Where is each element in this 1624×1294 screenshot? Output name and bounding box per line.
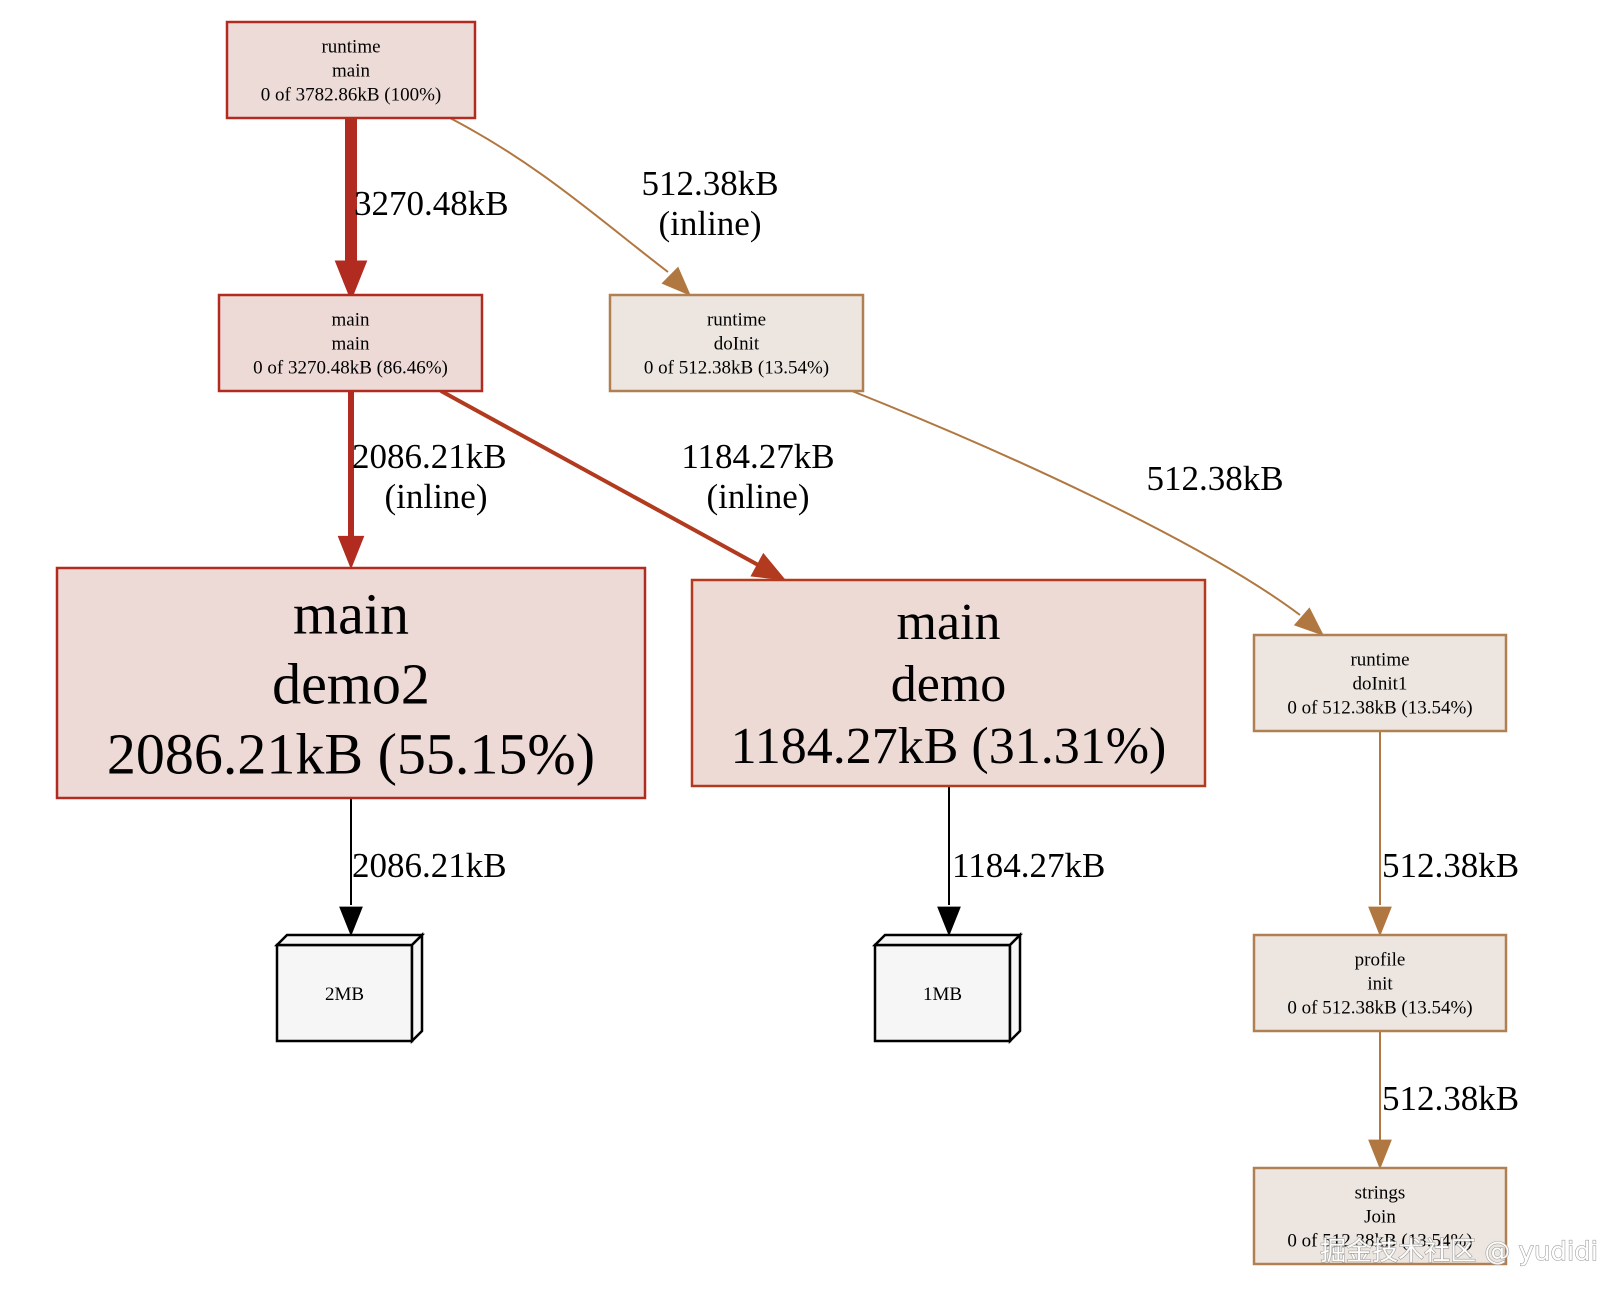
edge-label: 2086.21kB [352,846,507,885]
edge-demo-to-1mb [937,786,961,937]
node-label-line: runtime [1350,650,1409,671]
node-box [608,293,865,393]
node-label-line: Join [1364,1207,1396,1228]
edge-line [449,117,669,273]
edge-label: (inline) [706,477,809,516]
edge-main-to-mainmain [334,118,368,302]
edge-demo2-to-2mb [339,798,363,937]
watermark-text: 掘金技术社区 @ yudidi [1320,1237,1598,1267]
node-label-line: doInit [714,334,760,355]
edge-arrowhead [937,906,961,937]
edge-profile-to-strings [1368,1031,1392,1170]
node-box [217,293,484,393]
node-label-line: profile [1355,950,1406,971]
node-box-2mb[interactable]: 2MB [273,931,426,1045]
node-label-line: doInit1 [1353,674,1408,695]
edge-arrowhead [750,552,787,581]
edge-doinit1-to-profile [1368,731,1392,937]
node-box-1mb[interactable]: 1MB [871,931,1024,1045]
node-profile-init[interactable]: profile init 0 of 512.38kB (13.54%) [1252,933,1508,1033]
edge-label: 1184.27kB [681,437,834,476]
edge-line [440,389,761,568]
node-label-line: 0 of 512.38kB (13.54%) [1287,698,1472,719]
node-runtime-doinit1[interactable]: runtime doInit1 0 of 512.38kB (13.54%) [1252,633,1508,733]
edge-arrowhead [1368,1139,1392,1170]
node-label-line: demo2 [272,651,430,716]
node-label-line: 0 of 512.38kB (13.54%) [1287,998,1472,1019]
box-label: 2MB [325,984,364,1005]
node-box [690,578,1207,788]
node-label-line: 0 of 512.38kB (13.54%) [644,358,829,379]
edge-label: 1184.27kB [952,846,1105,885]
edge-mainmain-to-demo2 [337,391,365,570]
edge-arrowhead [337,535,365,570]
box-top [273,933,426,947]
node-label-line: init [1367,974,1393,995]
node-label-line: main [293,581,409,646]
edge-labels-layer: 3270.48kB512.38kB(inline)2086.21kB(inlin… [352,164,1519,1118]
node-label-line: 0 of 3782.86kB (100%) [261,85,441,106]
edge-doinit-to-doinit1 [851,390,1325,636]
edge-arrowhead [334,260,368,302]
edge-label: 2086.21kB [352,437,507,476]
node-label-line: demo [891,656,1007,713]
node-label-line: strings [1355,1183,1406,1204]
box-side [410,931,424,1045]
box-side [1008,931,1022,1045]
edge-label: (inline) [384,477,487,516]
edge-main-to-doinit [449,117,691,296]
node-label-line: 1184.27kB (31.31%) [731,718,1167,775]
edge-label: (inline) [658,204,761,243]
edge-label: 512.38kB [641,164,778,203]
edge-label: 512.38kB [1382,1079,1519,1118]
box-front [275,943,414,1043]
node-box [1252,933,1508,1033]
box-front [873,943,1012,1043]
node-runtime-doinit[interactable]: runtime doInit 0 of 512.38kB (13.54%) [608,293,865,393]
node-label-line: 0 of 3270.48kB (86.46%) [253,358,448,379]
box-label: 1MB [923,984,962,1005]
box-top [871,933,1024,947]
edge-label: 512.38kB [1146,459,1283,498]
node-label-line: 0 of 512.38kB (13.54%) [1287,1231,1472,1252]
node-box [225,20,477,120]
node-label-line: main [332,310,370,331]
node-label-line: main [897,594,1001,651]
edge-label: 512.38kB [1382,846,1519,885]
edge-arrowhead [1293,607,1325,636]
edge-arrowhead [661,266,691,296]
node-runtime-main[interactable]: runtime main 0 of 3782.86kB (100%) [225,20,477,120]
edge-line [851,390,1301,616]
node-label-line: runtime [321,37,380,58]
edges-layer [334,117,1392,1170]
node-box [1252,1166,1508,1266]
node-label-line: runtime [707,310,766,331]
node-main-main[interactable]: main main 0 of 3270.48kB (86.46%) [217,293,484,393]
node-label-line: main [332,334,370,355]
node-box [1252,633,1508,733]
edge-arrowhead [339,906,363,937]
node-label-line: 2086.21kB (55.15%) [107,721,595,786]
node-box [55,566,647,800]
edge-arrowhead [1368,906,1392,937]
edge-label: 3270.48kB [354,184,509,223]
edge-mainmain-to-demo [440,389,787,581]
node-label-line: main [332,61,370,82]
